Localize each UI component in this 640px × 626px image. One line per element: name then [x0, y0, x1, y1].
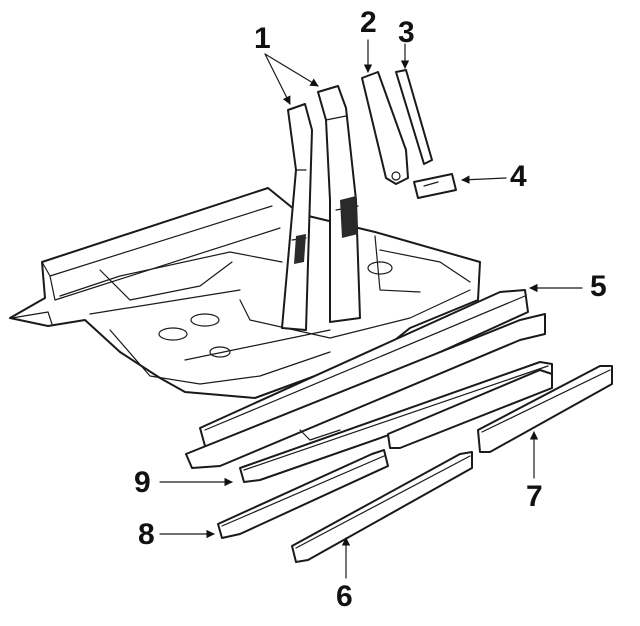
callout-5: 5: [590, 270, 607, 303]
callout-8: 8: [138, 518, 155, 551]
outer-rocker-7: [477, 365, 613, 453]
callout-1: 1: [254, 22, 271, 55]
rocker-reinforcement: [185, 313, 546, 469]
floor-pan: [9, 187, 481, 399]
rocker-8-rear: [387, 369, 553, 449]
callout-3: 3: [398, 16, 415, 49]
callout-2: 2: [360, 6, 377, 39]
outer-rocker-6: [291, 451, 473, 563]
callout-4: 4: [510, 160, 527, 193]
bracket-4: [413, 173, 457, 199]
callouts: 1 2 3 4 5 6 7 8 9: [134, 6, 607, 613]
rocker-8: [217, 449, 389, 539]
pillar-trim-2: [361, 71, 409, 185]
b-pillar: [281, 85, 361, 331]
callout-9: 9: [134, 466, 151, 499]
leader-lines: [159, 39, 583, 579]
callout-7: 7: [526, 480, 543, 513]
callout-6: 6: [336, 580, 353, 613]
pillar-molding-3: [395, 69, 433, 165]
